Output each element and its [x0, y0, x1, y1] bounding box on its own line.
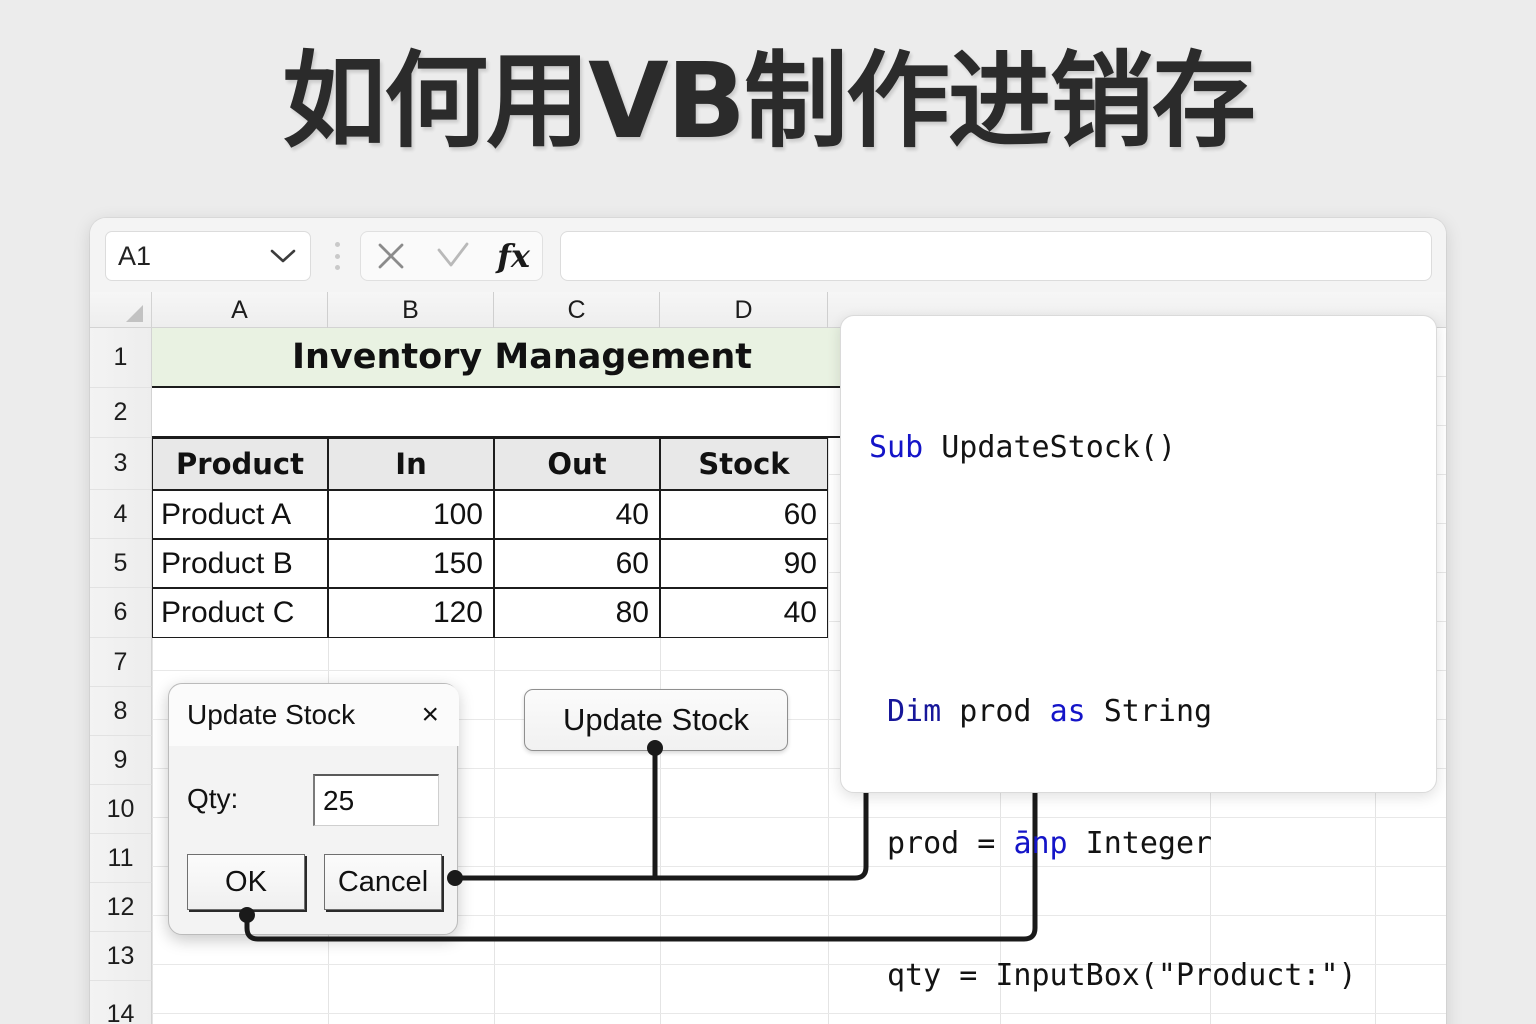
cell-d4[interactable]: 60: [660, 490, 828, 539]
row-header-14[interactable]: 14: [90, 981, 152, 1024]
dot: [335, 242, 340, 247]
row-header-8[interactable]: 8: [90, 687, 152, 736]
drag-handle-dots-icon[interactable]: [333, 242, 342, 270]
grid-line-vertical: [152, 328, 153, 1024]
code-line-2-mid: prod: [941, 694, 1050, 729]
cell-d5[interactable]: 90: [660, 539, 828, 588]
cell-b4[interactable]: 100: [328, 490, 494, 539]
cell-a3-header[interactable]: Product: [152, 438, 328, 490]
column-header-d[interactable]: D: [660, 292, 828, 328]
column-header-b[interactable]: B: [328, 292, 494, 328]
name-box[interactable]: A1: [105, 231, 311, 281]
update-stock-sheet-button[interactable]: Update Stock: [524, 689, 788, 751]
cell-c3-header[interactable]: Out: [494, 438, 660, 490]
name-box-value: A1: [118, 240, 152, 271]
dialog-title-bar: Update Stock ×: [169, 684, 459, 746]
x-icon[interactable]: [373, 238, 409, 274]
cell-row2-blank[interactable]: [152, 388, 892, 438]
cell-c4[interactable]: 40: [494, 490, 660, 539]
column-header-c[interactable]: C: [494, 292, 660, 328]
formula-bar: A1 fx: [90, 218, 1446, 292]
grid-line-horizontal: [152, 964, 1446, 965]
formula-action-group: fx: [360, 231, 543, 281]
row-header-13[interactable]: 13: [90, 932, 152, 981]
select-all-corner[interactable]: [90, 292, 152, 328]
code-blank-line: [869, 558, 1436, 602]
cell-d6[interactable]: 40: [660, 588, 828, 638]
cell-a1-title[interactable]: Inventory Management: [152, 328, 892, 388]
code-line-2: Dim prod as String: [869, 690, 1436, 734]
corner-triangle-icon: [126, 305, 143, 322]
ok-button[interactable]: OK: [187, 854, 305, 910]
column-header-a[interactable]: A: [152, 292, 328, 328]
update-stock-dialog: Update Stock × Qty: 25 OK Cancel: [168, 683, 459, 935]
row-header-7[interactable]: 7: [90, 638, 152, 687]
row-header-6[interactable]: 6: [90, 588, 152, 638]
code-line-3-pre: prod =: [887, 826, 1014, 861]
qty-input[interactable]: 25: [313, 774, 439, 826]
row-header-2[interactable]: 2: [90, 388, 152, 438]
dot: [335, 265, 340, 270]
page-title: 如何用VB制作进销存: [282, 40, 1256, 162]
code-keyword-sub: Sub: [869, 430, 924, 465]
row-header-9[interactable]: 9: [90, 736, 152, 785]
cell-d3-header[interactable]: Stock: [660, 438, 828, 490]
fx-icon[interactable]: fx: [497, 237, 530, 275]
row-header-5[interactable]: 5: [90, 539, 152, 588]
code-keyword-anp: ānp: [1013, 826, 1068, 861]
row-header-12[interactable]: 12: [90, 883, 152, 932]
cell-a4[interactable]: Product A: [152, 490, 328, 539]
row-header-1[interactable]: 1: [90, 328, 152, 388]
cancel-button[interactable]: Cancel: [324, 854, 442, 910]
code-line-2-rest: String: [1085, 694, 1213, 729]
row-header-4[interactable]: 4: [90, 490, 152, 539]
grid-line-horizontal: [152, 1013, 1446, 1014]
code-line-3: prod = ānp Integer: [869, 822, 1436, 866]
code-line-4: qty = InputBox("Product:"): [887, 958, 1357, 993]
check-icon[interactable]: [433, 238, 473, 274]
formula-input[interactable]: [560, 231, 1432, 281]
qty-label: Qty:: [187, 783, 239, 814]
cell-b6[interactable]: 120: [328, 588, 494, 638]
dialog-title: Update Stock: [187, 699, 356, 730]
row-header-3[interactable]: 3: [90, 438, 152, 490]
code-line-3-rest: Integer: [1067, 826, 1213, 861]
chevron-down-icon[interactable]: [268, 247, 298, 265]
code-keyword-dim: Dim: [887, 694, 942, 729]
cell-a6[interactable]: Product C: [152, 588, 328, 638]
cell-c5[interactable]: 60: [494, 539, 660, 588]
row-header-10[interactable]: 10: [90, 785, 152, 834]
cell-b5[interactable]: 150: [328, 539, 494, 588]
code-keyword-as: as: [1049, 694, 1086, 729]
code-line-1-rest: UpdateStock(): [923, 430, 1177, 465]
vb-code-panel: Sub UpdateStock() Dim prod as String pro…: [840, 315, 1437, 993]
row-header-11[interactable]: 11: [90, 834, 152, 883]
cell-a5[interactable]: Product B: [152, 539, 328, 588]
code-line-1: Sub UpdateStock(): [869, 426, 1436, 470]
cell-b3-header[interactable]: In: [328, 438, 494, 490]
dot: [335, 253, 340, 259]
grid-line-vertical: [328, 328, 329, 1024]
close-icon[interactable]: ×: [421, 698, 439, 731]
cell-c6[interactable]: 80: [494, 588, 660, 638]
